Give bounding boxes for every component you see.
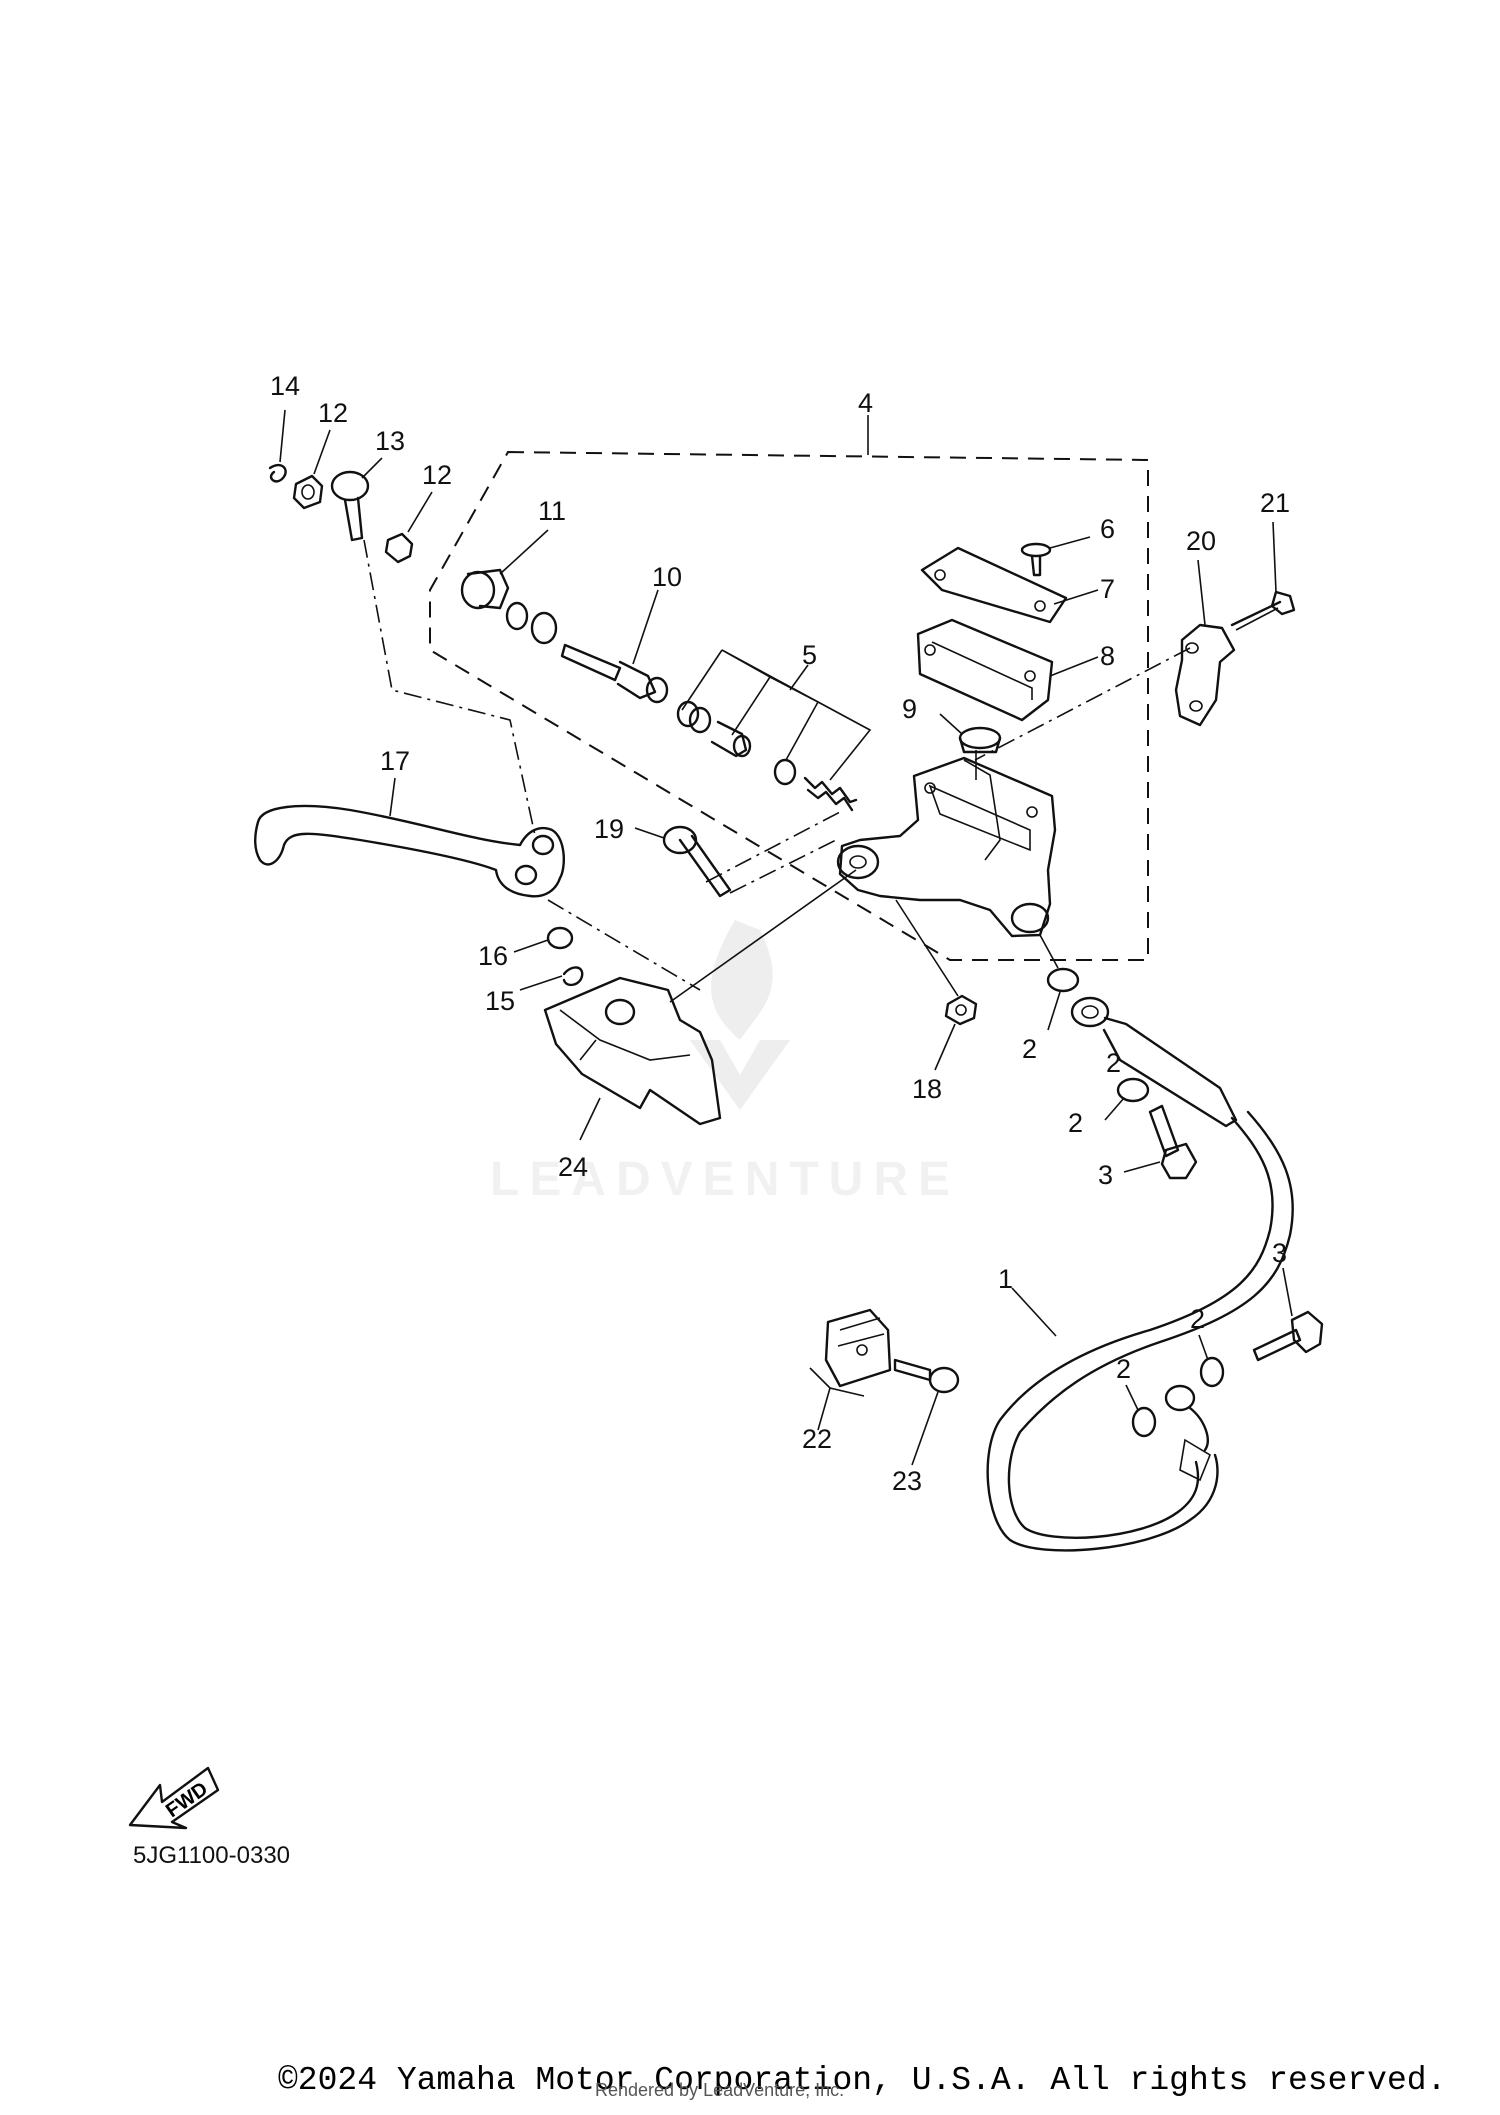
part-nut-12b: [384, 532, 414, 564]
callout-9: 9: [902, 694, 917, 724]
watermark-text: LEADVENTURE: [490, 1153, 960, 1206]
part-dust-boot-11: [460, 568, 510, 610]
callout-11: 11: [538, 496, 566, 526]
part-circlip-15: [562, 966, 584, 987]
callout-20: 20: [1186, 526, 1216, 556]
diagram-code: 5JG1100-0330: [133, 1842, 291, 1869]
part-clutch-hose-1: [986, 996, 1294, 1552]
callout-7: 7: [1100, 574, 1115, 604]
copyright-notice: ©2024 Yamaha Motor Corporation, U.S.A. A…: [278, 2062, 1447, 2099]
fwd-arrow-icon: FWD: [128, 1766, 220, 1830]
callout-18: 18: [912, 1074, 942, 1104]
part-washer: [530, 611, 558, 645]
part-copper-washer-2b: [1116, 1077, 1150, 1103]
callout-2: 2: [1190, 1304, 1205, 1334]
rendered-by-notice: Rendered by LeadVenture, Inc.: [595, 2080, 845, 2100]
callout-16: 16: [478, 941, 508, 971]
part-washer-16: [546, 926, 574, 950]
callout-6: 6: [1100, 514, 1115, 544]
part-pivot-pin-19: [662, 825, 732, 898]
part-clutch-lever-17: [254, 804, 565, 898]
callout-24: 24: [558, 1152, 588, 1182]
callout-13: 13: [375, 426, 405, 456]
part-push-rod-10: [560, 643, 669, 704]
part-reservoir-cap-7: [920, 546, 1068, 624]
part-master-cylinder-body: [836, 756, 1057, 938]
callout-10: 10: [652, 562, 682, 592]
part-nut-18: [944, 994, 978, 1026]
part-clutch-switch-22: [824, 1308, 892, 1388]
master-cylinder-assembly-boundary: [429, 450, 1149, 961]
part-circlip: [505, 601, 529, 631]
callout-23: 23: [892, 1466, 922, 1496]
part-diaphragm-8: [916, 618, 1054, 722]
callout-2: 2: [1116, 1354, 1131, 1384]
callout-2: 2: [1068, 1108, 1083, 1138]
part-diaphragm-plate-9: [958, 726, 1002, 754]
callout-5: 5: [802, 640, 817, 670]
callout-4: 4: [858, 388, 873, 418]
part-nut-12a: [292, 474, 324, 510]
callout-1: 1: [998, 1264, 1013, 1294]
part-copper-washer-2d: [1131, 1406, 1157, 1438]
part-copper-washer-2c: [1199, 1356, 1225, 1388]
callout-8: 8: [1100, 641, 1115, 671]
part-screw-23: [893, 1358, 960, 1394]
part-copper-washer-2a: [1046, 967, 1080, 993]
callout-3: 3: [1098, 1160, 1113, 1190]
part-clip-14: [268, 463, 287, 483]
watermark-logo: LEADVENTURE: [490, 920, 960, 1206]
callout-3: 3: [1272, 1238, 1287, 1268]
part-union-bolt-3b: [1252, 1310, 1324, 1362]
callout-21: 21: [1260, 488, 1290, 518]
callout-17: 17: [380, 746, 410, 776]
part-union-bolt-3a: [1148, 1104, 1198, 1180]
part-screw-6: [1020, 542, 1052, 577]
part-pivot-bolt-13: [330, 470, 370, 542]
callout-2: 2: [1106, 1048, 1121, 1078]
callout-22: 22: [802, 1424, 832, 1454]
part-bolt-21: [1230, 590, 1296, 631]
part-piston-kit-5: [676, 700, 858, 812]
callout-2: 2: [1022, 1034, 1037, 1064]
callout-14: 14: [270, 371, 300, 401]
part-holder-20: [1174, 623, 1236, 727]
callout-12: 12: [318, 398, 348, 428]
callout-19: 19: [594, 814, 624, 844]
callout-15: 15: [485, 986, 515, 1016]
part-lever-cover-24: [543, 976, 722, 1126]
callout-12: 12: [422, 460, 452, 490]
